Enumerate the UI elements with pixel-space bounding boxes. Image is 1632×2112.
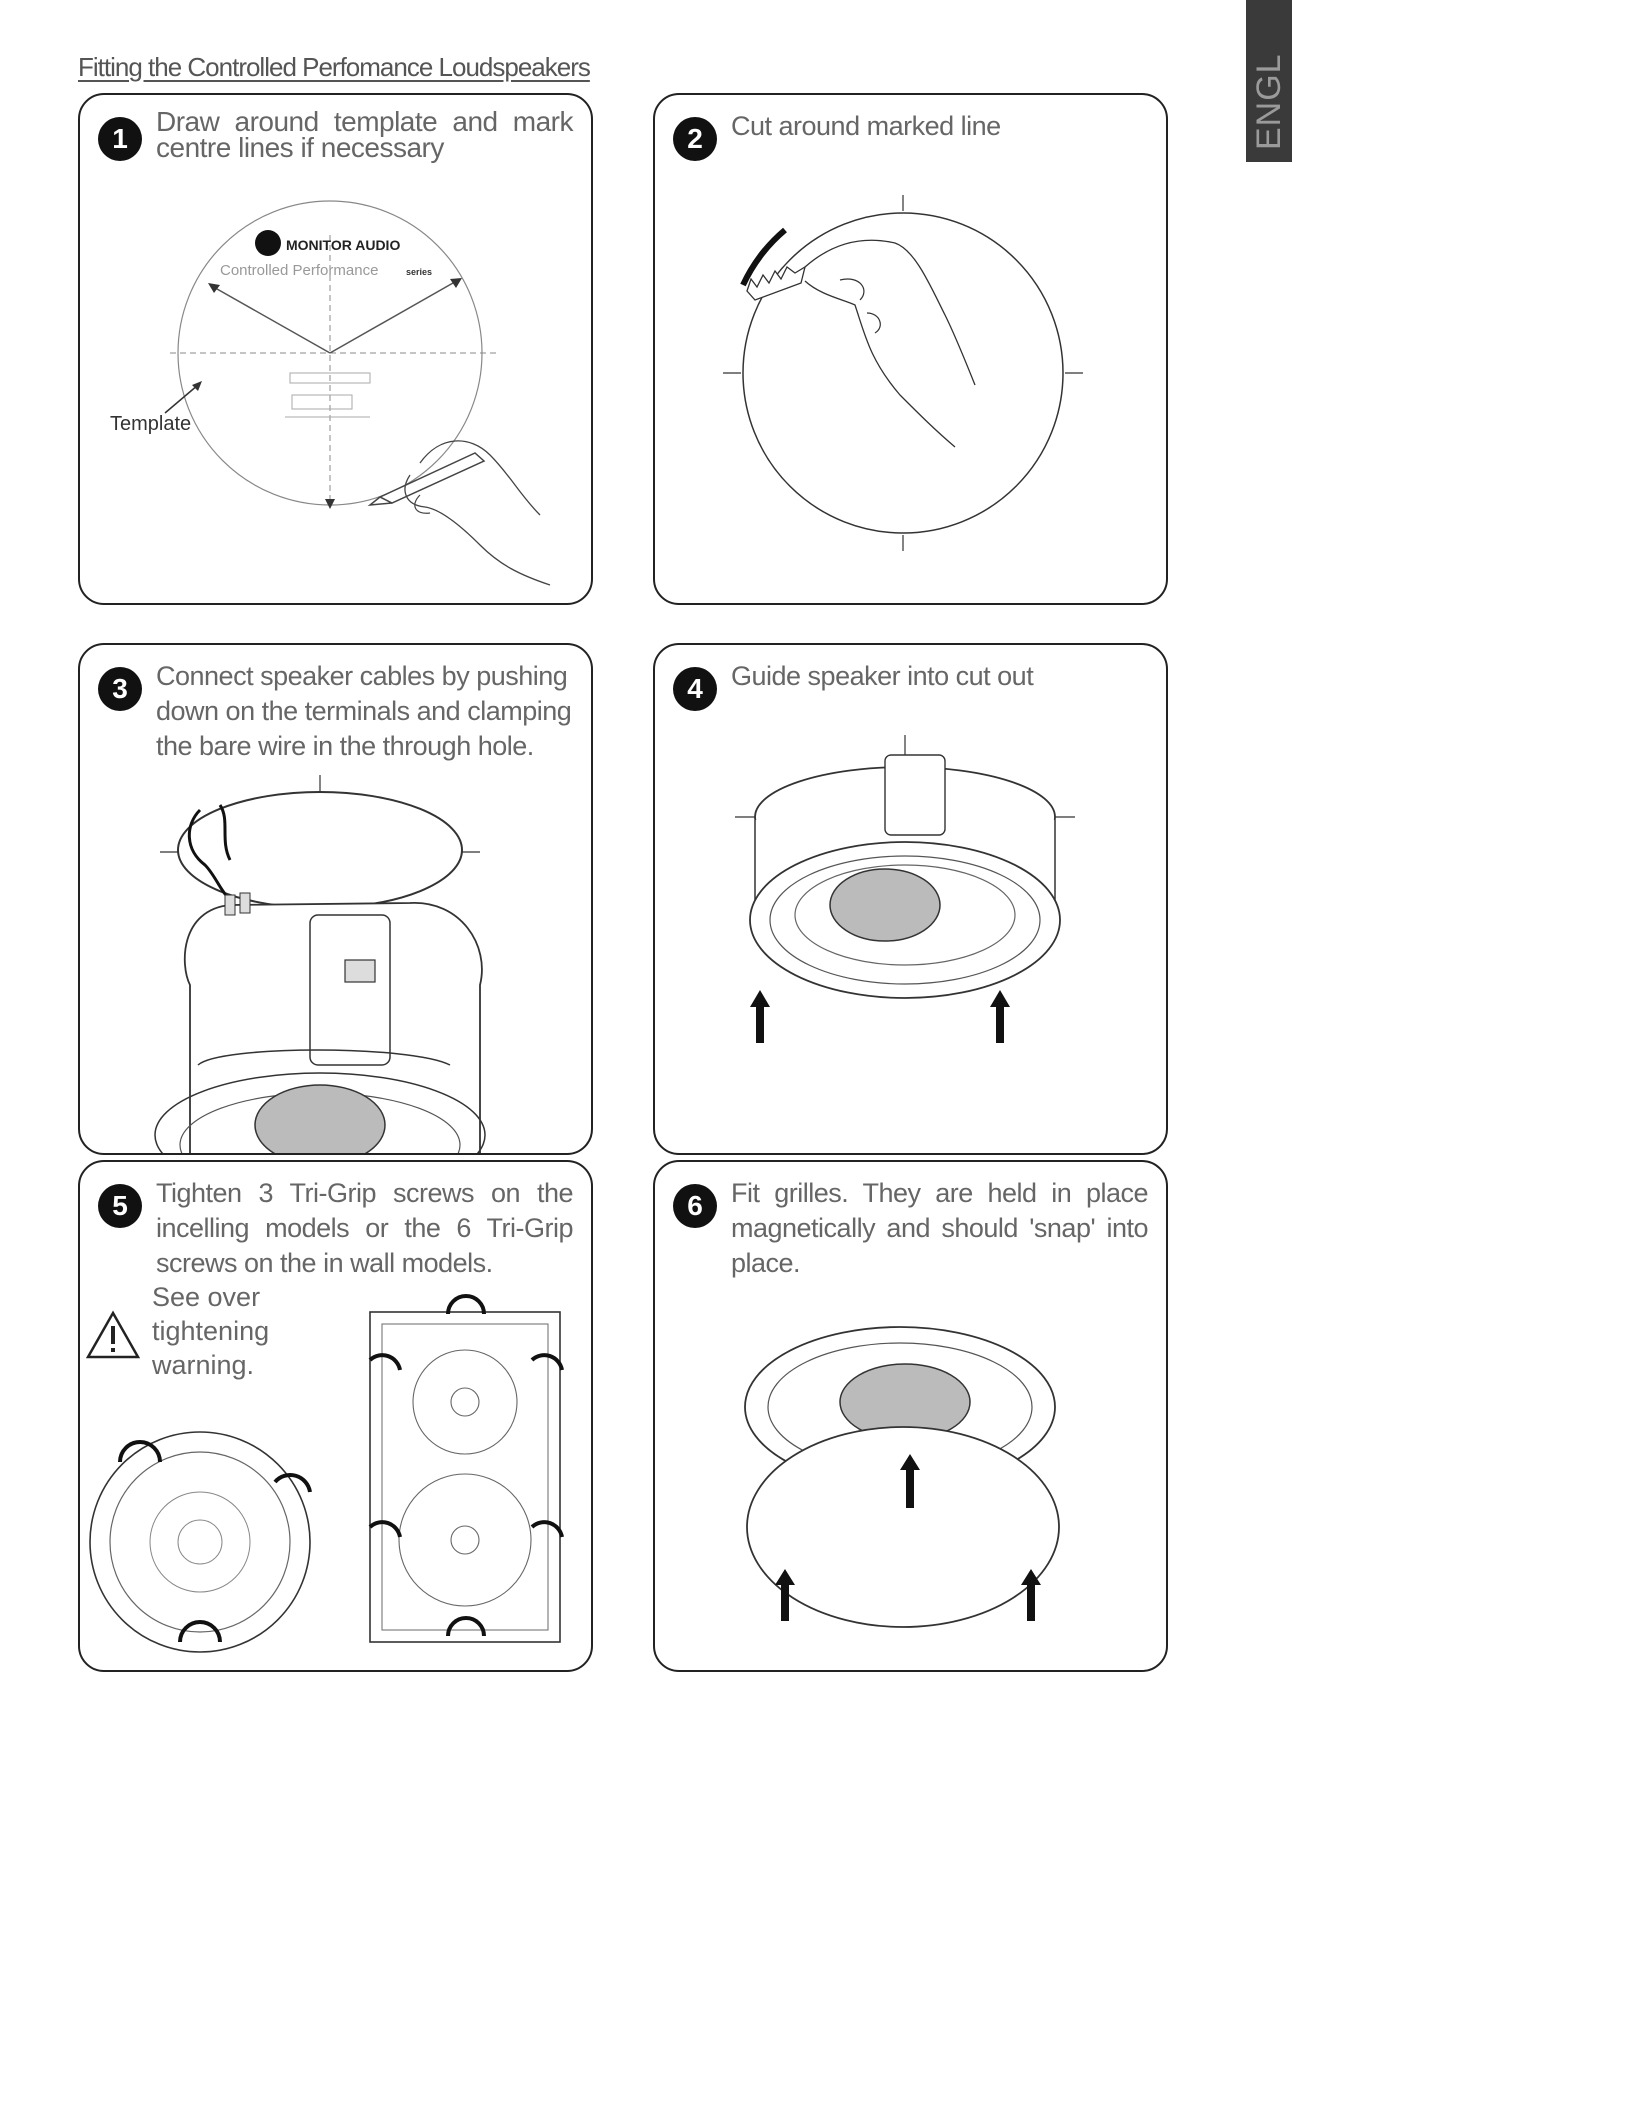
fit-grille-illustration — [744, 1326, 1060, 1628]
tweeter-mesh-icon — [254, 1084, 386, 1153]
step-text-2: Cut around marked line — [731, 111, 1001, 141]
rotate-clockwise-icon — [118, 1440, 162, 1463]
guide-speaker-illustration — [735, 735, 1075, 1043]
step-panel-6: 6 Fit grilles. They are held in place ma… — [653, 1160, 1168, 1672]
rotate-clockwise-icon — [368, 1353, 402, 1371]
brand-logo-icon — [255, 230, 281, 256]
warning-triangle-icon — [86, 1310, 140, 1359]
step-number-1: 1 — [98, 117, 142, 161]
terminal-icon — [344, 959, 376, 983]
arrow-up-icon — [750, 990, 770, 1043]
language-tab: ENGL — [1246, 0, 1292, 162]
step-number-5: 5 — [98, 1184, 142, 1228]
arrow-up-icon — [1021, 1569, 1041, 1621]
step-text-1: Draw around template and mark centre lin… — [156, 106, 574, 163]
rotate-clockwise-icon — [273, 1472, 312, 1493]
tightening-warning: See over tightening warning. — [152, 1282, 270, 1380]
tri-grip-screws-illustration — [89, 1294, 564, 1653]
step-panel-4: 4 Guide speaker into cut out — [653, 643, 1168, 1155]
step-number-6: 6 — [673, 1184, 717, 1228]
connect-cables-illustration — [154, 775, 486, 1153]
arrow-up-icon — [775, 1569, 795, 1621]
step-panel-1: 1 Draw around template and mark centre l… — [78, 93, 593, 605]
rotate-clockwise-icon — [368, 1520, 402, 1538]
cut-circle-illustration — [723, 195, 1083, 551]
step-text-5: Tighten 3 Tri-Grip screws on the incelli… — [156, 1178, 574, 1278]
arrow-up-icon — [990, 990, 1010, 1043]
step-text-6: Fit grilles. They are held in place magn… — [731, 1178, 1149, 1278]
rotate-clockwise-icon — [446, 1294, 486, 1315]
rotate-clockwise-icon — [530, 1520, 564, 1538]
speaker-cable — [187, 808, 232, 902]
language-tab-label: ENGL — [1250, 53, 1288, 150]
pencil-icon — [378, 452, 486, 504]
brand-name: MONITOR AUDIO — [286, 237, 400, 253]
step-text-4: Guide speaker into cut out — [731, 661, 1034, 691]
step-text-3: Connect speaker cables by pushing down o… — [156, 661, 572, 761]
saw-icon — [746, 265, 807, 301]
series-name: Controlled Performance — [220, 262, 378, 279]
arrow-up-icon — [900, 1454, 920, 1508]
rotate-clockwise-icon — [178, 1620, 222, 1643]
template-label: Template — [110, 413, 191, 435]
step-panel-3: 3 Connect speaker cables by pushing down… — [78, 643, 593, 1155]
tweeter-mesh-icon — [829, 868, 941, 942]
step-panel-5: 5 Tighten 3 Tri-Grip screws on the incel… — [78, 1160, 593, 1672]
step-number-2: 2 — [673, 117, 717, 161]
template-illustration: MONITOR AUDIO Controlled Performance ser… — [110, 200, 551, 586]
step-number-3: 3 — [98, 667, 142, 711]
rotate-clockwise-icon — [446, 1616, 486, 1637]
step-panel-2: 2 Cut around marked line — [653, 93, 1168, 605]
grille-disc — [746, 1426, 1060, 1628]
rotate-clockwise-icon — [530, 1353, 564, 1371]
step-number-4: 4 — [673, 667, 717, 711]
page-title: Fitting the Controlled Perfomance Loudsp… — [78, 52, 591, 82]
series-suffix: series — [406, 267, 432, 277]
